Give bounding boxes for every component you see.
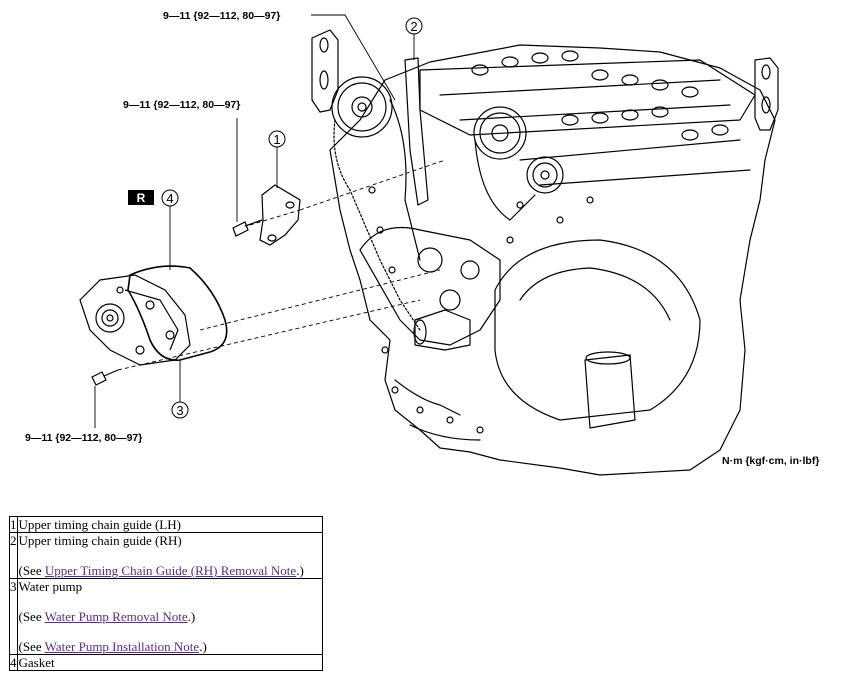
see-suffix: .) — [296, 563, 304, 578]
water-pump-removal-note-link[interactable]: Water Pump Removal Note — [44, 609, 188, 624]
callout-4: 4 — [166, 191, 173, 206]
replace-badge-text: R — [137, 191, 146, 205]
part-description: Upper timing chain guide (RH) (See Upper… — [16, 532, 323, 579]
torque-label-mid: 9—11 {92—112, 80—97} — [123, 99, 240, 111]
callout-3: 3 — [176, 403, 183, 418]
water-pump-shape — [79, 274, 191, 366]
part-description: Water pump (See Water Pump Removal Note.… — [16, 578, 323, 655]
replace-badge — [128, 190, 154, 205]
see-prefix: (See — [18, 609, 45, 624]
pump-bolt-shape — [91, 369, 119, 386]
part-number: 1 — [9, 516, 18, 533]
part-number: 2 — [9, 532, 18, 579]
part-name: Upper timing chain guide (LH) — [18, 517, 181, 532]
upper-timing-chain-guide-lh-shape — [259, 184, 301, 246]
parts-table: 1 Upper timing chain guide (LH) 2 Upper … — [9, 516, 323, 671]
part-description: Gasket — [16, 654, 323, 671]
torque-units: N·m {kgf·cm, in·lbf} — [722, 455, 819, 467]
part-number: 3 — [9, 578, 18, 655]
part-number: 4 — [9, 654, 18, 671]
engine-block-outline — [329, 44, 776, 476]
callout-2: 2 — [410, 19, 417, 34]
see-suffix: .) — [187, 609, 196, 624]
upper-timing-chain-guide-rh-shape — [404, 57, 429, 206]
see-prefix: (See — [18, 639, 45, 654]
guide-bolt-shape — [232, 219, 263, 237]
part-name: Water pump — [18, 579, 83, 594]
callout-1: 1 — [273, 132, 280, 147]
see-suffix: .) — [199, 639, 207, 654]
torque-label-top: 9—11 {92—112, 80—97} — [163, 10, 280, 22]
table-row: 2 Upper timing chain guide (RH) (See Upp… — [9, 532, 323, 579]
table-row: 3 Water pump (See Water Pump Removal Not… — [9, 578, 323, 655]
torque-label-bottom: 9—11 {92—112, 80—97} — [25, 432, 142, 444]
part-name: Upper timing chain guide (RH) — [18, 533, 182, 548]
table-row: 1 Upper timing chain guide (LH) — [9, 516, 323, 533]
engine-illustration: 1 2 3 4 R 9—11 {92—112, 80—97} 9—11 {92—… — [25, 10, 819, 476]
gasket-shape — [127, 265, 228, 361]
exploded-diagram: 1 2 3 4 R 9—11 {92—112, 80—97} 9—11 {92—… — [25, 10, 819, 476]
see-prefix: (See — [18, 563, 45, 578]
upper-timing-chain-guide-rh-removal-note-link[interactable]: Upper Timing Chain Guide (RH) Removal No… — [44, 563, 297, 578]
water-pump-installation-note-link[interactable]: Water Pump Installation Note — [44, 639, 200, 654]
part-description: Upper timing chain guide (LH) — [16, 516, 323, 533]
part-name: Gasket — [18, 655, 55, 670]
table-row: 4 Gasket — [9, 654, 323, 671]
